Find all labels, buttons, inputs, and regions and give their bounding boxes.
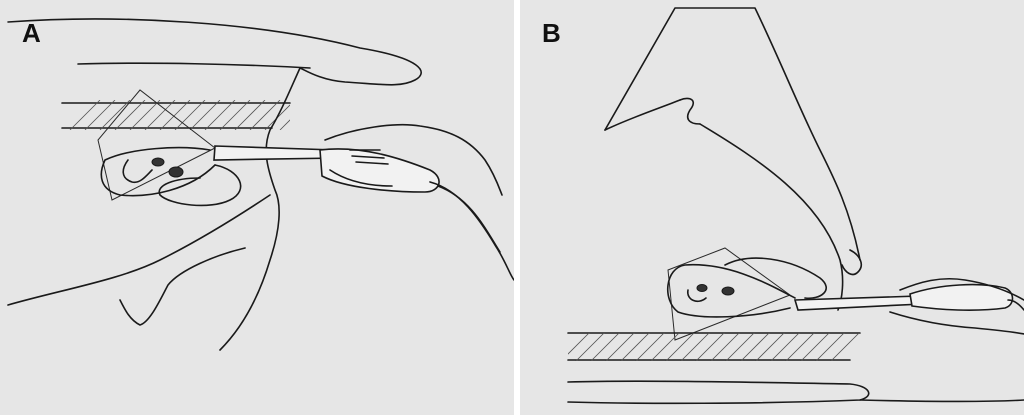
floor-contour-b	[568, 381, 869, 403]
dorsal-line-a	[78, 63, 310, 68]
rump-contour-a	[220, 68, 300, 350]
follicle-a1	[152, 158, 164, 166]
organ-outline-a	[101, 148, 215, 196]
spine-hatch-a	[70, 100, 310, 130]
follicle-b1	[697, 285, 707, 292]
illustration-b	[520, 0, 1024, 415]
panel-b: B	[520, 0, 1024, 415]
upper-contour-b	[605, 8, 860, 260]
scan-sector-a	[98, 90, 215, 200]
follicle-a2	[169, 167, 183, 177]
back-contour-a	[8, 19, 421, 85]
spine-hatch-b	[560, 332, 860, 362]
follicle-b2	[722, 287, 734, 295]
probe-cable-a	[430, 182, 514, 280]
probe-a	[214, 146, 338, 160]
belly-contour-a	[8, 195, 270, 305]
leg-contour-a	[120, 248, 245, 325]
illustration-a	[0, 0, 514, 415]
panel-a: A	[0, 0, 514, 415]
